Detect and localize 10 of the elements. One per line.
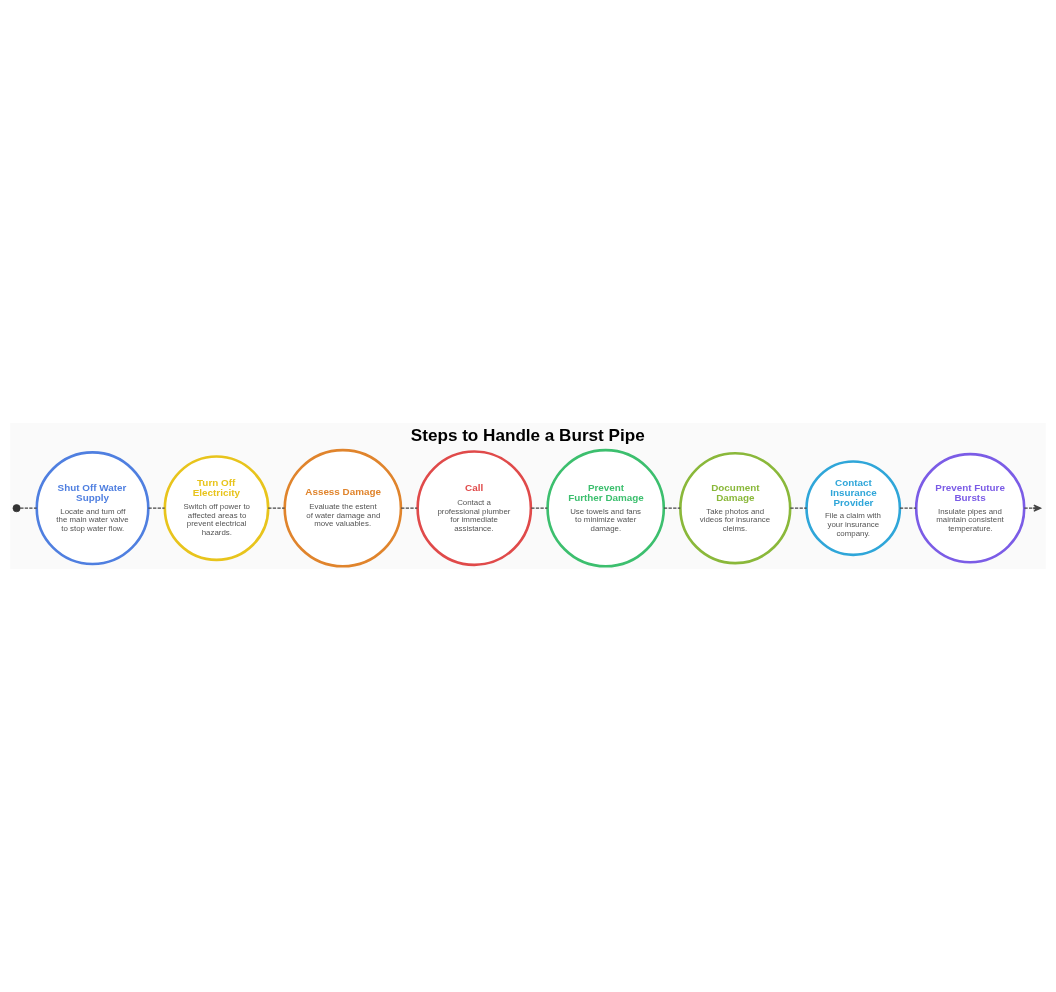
connector — [147, 507, 166, 509]
node-circle — [12, 504, 21, 513]
connector — [899, 507, 917, 509]
connector — [400, 507, 418, 509]
connector — [19, 507, 38, 509]
diagram-title: Steps to Handle a Burst Pipe — [410, 426, 645, 446]
connector — [267, 507, 286, 509]
connector — [789, 507, 808, 509]
connector — [663, 507, 681, 509]
connector — [530, 507, 549, 509]
